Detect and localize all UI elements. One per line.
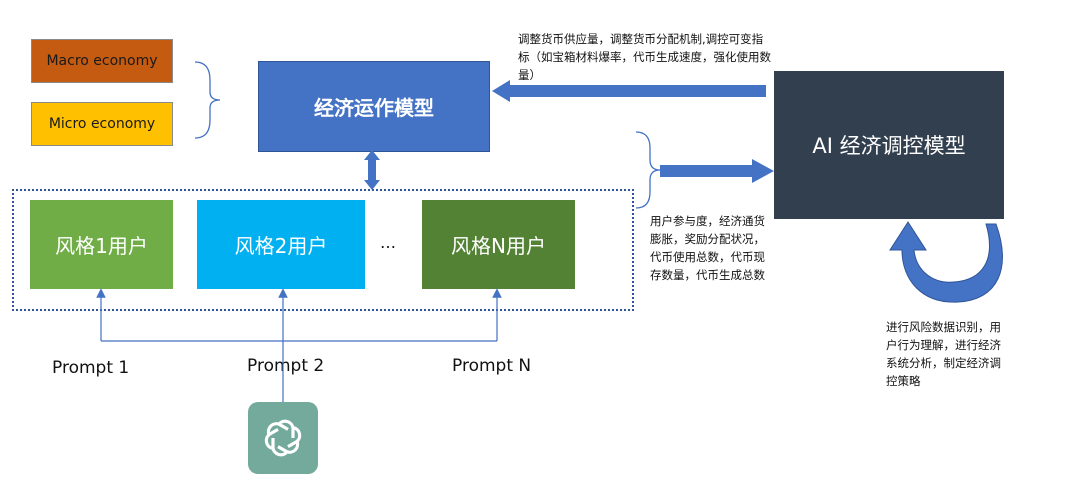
analysis-note: 进行风险数据识别，用户行为理解，进行经济系统分析，制定经济调控策略 xyxy=(886,320,1001,388)
economy-model-box: 经济运作模型 xyxy=(258,61,490,152)
prompt-n-label: Prompt N xyxy=(452,356,532,376)
prompt-1-label: Prompt 1 xyxy=(52,358,130,378)
user-styleN-box: 风格N用户 xyxy=(422,200,575,289)
metrics-brace xyxy=(635,131,661,209)
ellipsis: … xyxy=(380,233,396,252)
openai-logo-icon xyxy=(264,419,302,457)
user-style1-label: 风格1用户 xyxy=(55,234,148,258)
ai-feedback-loop-arrow xyxy=(889,221,1003,303)
micro-economy-box: Micro economy xyxy=(31,102,173,146)
macro-economy-label: Macro economy xyxy=(46,53,158,69)
prompt-2-label: Prompt 2 xyxy=(247,356,325,376)
model-users-double-arrow xyxy=(364,150,380,190)
user-style2-label: 风格2用户 xyxy=(234,234,328,258)
users-to-ai-arrow xyxy=(660,159,774,183)
user-group-container xyxy=(12,189,634,311)
macro-economy-box: Macro economy xyxy=(31,39,173,83)
ai-model-box: AI 经济调控模型 xyxy=(774,71,1004,219)
user-styleN-label: 风格N用户 xyxy=(451,234,546,258)
ai-to-model-arrow xyxy=(492,80,766,102)
openai-logo-tile xyxy=(248,402,318,474)
control-note: 调整货币供应量，调整货币分配机制,调控可变指标（如宝箱材料爆率，代币生成速度，强… xyxy=(518,32,771,82)
macro-micro-brace xyxy=(194,61,221,139)
economy-model-label: 经济运作模型 xyxy=(314,96,434,120)
user-style1-box: 风格1用户 xyxy=(30,200,173,289)
ai-model-label: AI 经济调控模型 xyxy=(812,134,966,158)
user-style2-box: 风格2用户 xyxy=(197,200,365,289)
micro-economy-label: Micro economy xyxy=(48,116,156,132)
metrics-note: 用户参与度，经济通货膨胀，奖励分配状况，代币使用总数，代币现存数量，代币生成总数 xyxy=(650,214,765,282)
